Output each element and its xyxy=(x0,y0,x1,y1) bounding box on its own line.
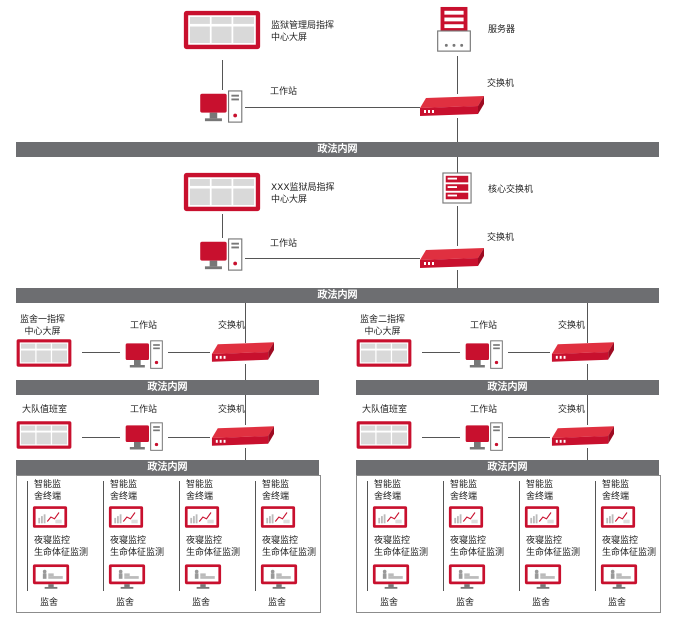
switch-icon xyxy=(550,424,614,448)
vital-monitor-label: 夜寝监控生命体征监测 xyxy=(374,536,429,558)
branch-screen-icon xyxy=(356,338,412,368)
workstation-label: 工作站 xyxy=(470,405,498,415)
cell-column: 智能监舍终端夜寝监控生命体征监测监舍 xyxy=(366,475,438,611)
switch-label: 交换机 xyxy=(487,79,515,89)
switch-icon xyxy=(210,424,274,448)
workstation-label: 工作站 xyxy=(130,405,158,415)
cell-label: 监舍 xyxy=(380,598,399,608)
cell-column: 智能监舍终端夜寝监控生命体征监测监舍 xyxy=(594,475,666,611)
workstation-icon xyxy=(124,340,164,370)
switch-icon xyxy=(418,246,484,270)
intranet-band: 政法内网 xyxy=(16,380,319,395)
core-switch-icon xyxy=(442,172,472,204)
vital-monitor-label: 夜寝监控生命体征监测 xyxy=(186,536,241,558)
cell-column: 智能监舍终端夜寝监控生命体征监测监舍 xyxy=(178,475,250,611)
workstation-label: 工作站 xyxy=(130,321,158,331)
cell-column: 智能监舍终端夜寝监控生命体征监测监舍 xyxy=(518,475,590,611)
vital-monitor-icon xyxy=(448,563,486,591)
cell-grid: 智能监舍终端夜寝监控生命体征监测监舍智能监舍终端夜寝监控生命体征监测监舍智能监舍… xyxy=(16,475,319,611)
smart-terminal-icon xyxy=(600,505,636,529)
command-screen-label: XXX监狱局指挥中心大屏 xyxy=(271,183,335,205)
vital-monitor-icon xyxy=(600,563,638,591)
cell-area-frame xyxy=(356,475,661,613)
cell-column: 智能监舍终端夜寝监控生命体征监测监舍 xyxy=(102,475,174,611)
smart-terminal-icon xyxy=(108,505,144,529)
terminal-label: 智能监舍终端 xyxy=(450,480,478,502)
smart-terminal-icon xyxy=(260,505,296,529)
intranet-band: 政法内网 xyxy=(16,142,659,157)
terminal-label: 智能监舍终端 xyxy=(186,480,214,502)
duty-room-label: 大队值班室 xyxy=(362,405,408,415)
vital-monitor-icon xyxy=(184,563,222,591)
vital-monitor-label: 夜寝监控生命体征监测 xyxy=(602,536,657,558)
vital-monitor-icon xyxy=(372,563,410,591)
cell-label: 监舍 xyxy=(268,598,287,608)
terminal-label: 智能监舍终端 xyxy=(374,480,402,502)
terminal-label: 智能监舍终端 xyxy=(34,480,62,502)
terminal-label: 智能监舍终端 xyxy=(526,480,554,502)
vital-monitor-label: 夜寝监控生命体征监测 xyxy=(526,536,581,558)
command-screen-icon xyxy=(183,170,261,214)
branch-screen-label: 监舍一指挥中心大屏 xyxy=(20,315,66,337)
duty-room-label: 大队值班室 xyxy=(22,405,68,415)
terminal-label: 智能监舍终端 xyxy=(602,480,630,502)
intranet-band: 政法内网 xyxy=(356,460,659,475)
vital-monitor-label: 夜寝监控生命体征监测 xyxy=(262,536,317,558)
cell-column: 智能监舍终端夜寝监控生命体征监测监舍 xyxy=(26,475,98,611)
cell-label: 监舍 xyxy=(608,598,627,608)
switch-icon xyxy=(550,340,614,364)
vital-monitor-icon xyxy=(108,563,146,591)
vital-monitor-label: 夜寝监控生命体征监测 xyxy=(110,536,165,558)
server-label: 服务器 xyxy=(488,25,516,35)
switch-label: 交换机 xyxy=(487,233,515,243)
workstation-icon xyxy=(464,340,504,370)
vital-monitor-icon xyxy=(32,563,70,591)
vital-monitor-icon xyxy=(524,563,562,591)
workstation-icon xyxy=(199,90,243,124)
cell-area-frame xyxy=(16,475,321,613)
cell-label: 监舍 xyxy=(532,598,551,608)
cell-grid: 智能监舍终端夜寝监控生命体征监测监舍智能监舍终端夜寝监控生命体征监测监舍智能监舍… xyxy=(356,475,659,611)
command-screen-label: 监狱管理局指挥中心大屏 xyxy=(271,21,335,43)
workstation-label: 工作站 xyxy=(270,239,298,249)
smart-terminal-icon xyxy=(372,505,408,529)
switch-icon xyxy=(418,94,484,118)
duty-screen-icon xyxy=(356,420,412,450)
cell-label: 监舍 xyxy=(116,598,135,608)
switch-label: 交换机 xyxy=(558,321,586,331)
smart-terminal-icon xyxy=(184,505,220,529)
branch-screen-label: 监舍二指挥中心大屏 xyxy=(360,315,406,337)
terminal-label: 智能监舍终端 xyxy=(110,480,138,502)
switch-label: 交换机 xyxy=(558,405,586,415)
core-switch-label: 核心交换机 xyxy=(488,185,534,195)
vital-monitor-label: 夜寝监控生命体征监测 xyxy=(450,536,505,558)
switch-label: 交换机 xyxy=(218,405,246,415)
cell-column: 智能监舍终端夜寝监控生命体征监测监舍 xyxy=(442,475,514,611)
cell-label: 监舍 xyxy=(192,598,211,608)
server-icon xyxy=(436,6,472,54)
cell-column: 智能监舍终端夜寝监控生命体征监测监舍 xyxy=(254,475,326,611)
smart-terminal-icon xyxy=(32,505,68,529)
vital-monitor-label: 夜寝监控生命体征监测 xyxy=(34,536,89,558)
smart-terminal-icon xyxy=(448,505,484,529)
workstation-icon xyxy=(464,422,504,452)
branch-screen-icon xyxy=(16,338,72,368)
smart-terminal-icon xyxy=(524,505,560,529)
intranet-band: 政法内网 xyxy=(356,380,659,395)
switch-label: 交换机 xyxy=(218,321,246,331)
workstation-label: 工作站 xyxy=(270,87,298,97)
workstation-icon xyxy=(124,422,164,452)
cell-label: 监舍 xyxy=(40,598,59,608)
command-screen-icon xyxy=(183,8,261,52)
intranet-band: 政法内网 xyxy=(16,288,659,303)
workstation-icon xyxy=(199,238,243,272)
terminal-label: 智能监舍终端 xyxy=(262,480,290,502)
duty-screen-icon xyxy=(16,420,72,450)
switch-icon xyxy=(210,340,274,364)
vital-monitor-icon xyxy=(260,563,298,591)
cell-label: 监舍 xyxy=(456,598,475,608)
intranet-band: 政法内网 xyxy=(16,460,319,475)
workstation-label: 工作站 xyxy=(470,321,498,331)
